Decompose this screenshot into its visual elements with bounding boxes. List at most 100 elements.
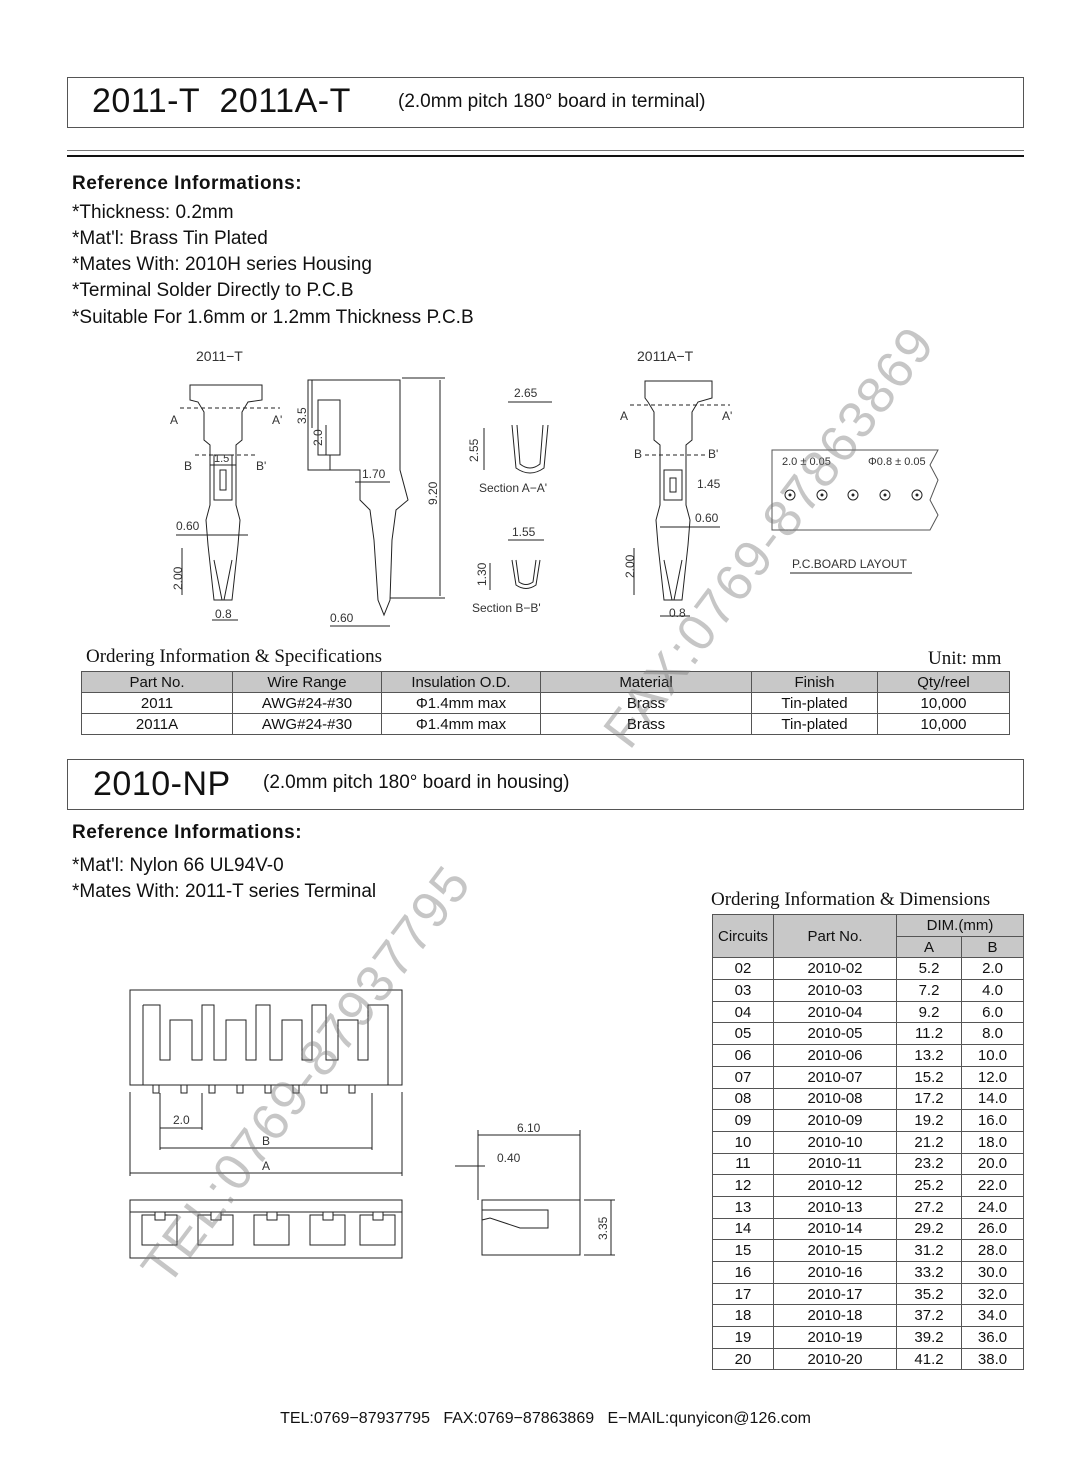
dim-0-60-a: 0.60 xyxy=(695,511,719,525)
dim-0-60-side: 0.60 xyxy=(330,611,354,625)
dim-0-40: 0.40 xyxy=(497,1151,521,1165)
cell: 18 xyxy=(712,1304,774,1328)
dim-3-5: 3.5 xyxy=(295,407,309,424)
cell: 2011A xyxy=(81,713,233,735)
cell: 19 xyxy=(712,1326,774,1349)
cell: 17.2 xyxy=(896,1087,962,1111)
dim-a: A xyxy=(262,1159,270,1173)
spec-header-row: Part No. Wire Range Insulation O.D. Mate… xyxy=(81,671,1010,693)
cell: 15.2 xyxy=(896,1065,962,1089)
cell: 2010-17 xyxy=(773,1282,897,1306)
cell: Brass xyxy=(540,692,752,714)
section1-ref-heading: Reference Informations: xyxy=(72,173,303,194)
cell: 4.0 xyxy=(961,979,1024,1002)
section1-title: 2011-T 2011A-T xyxy=(92,82,351,120)
dim-0-8: 0.8 xyxy=(215,607,232,621)
cell: 2010-09 xyxy=(773,1109,897,1132)
dim-2-00: 2.00 xyxy=(171,566,185,590)
cell: 2010-03 xyxy=(773,979,897,1002)
cell: 36.0 xyxy=(961,1326,1024,1349)
cell: 23.2 xyxy=(896,1152,962,1176)
dims-header-a: A xyxy=(896,935,962,959)
spec-header: Finish xyxy=(751,671,878,693)
cell: 2010-04 xyxy=(773,1000,897,1024)
cell: 04 xyxy=(712,1000,774,1024)
pcb-hole: Φ0.8 ± 0.05 xyxy=(868,456,926,468)
cell: 27.2 xyxy=(896,1195,962,1219)
label-b-2: B xyxy=(634,447,642,461)
terminal-2011t-side xyxy=(307,379,409,617)
cell: 2011 xyxy=(81,692,233,714)
spec-header: Material xyxy=(540,671,752,693)
cell: 20 xyxy=(712,1347,774,1371)
cell: 10,000 xyxy=(877,692,1010,714)
cell: 12 xyxy=(712,1174,774,1197)
table-row: 2011A AWG#24-#30 Φ1.4mm max Brass Tin-pl… xyxy=(81,713,1010,735)
label-a-prime: A' xyxy=(272,413,282,427)
cell: 12.0 xyxy=(961,1065,1024,1089)
spec-table: Part No. Wire Range Insulation O.D. Mate… xyxy=(81,671,1010,735)
cell: 2010-08 xyxy=(773,1087,897,1111)
double-rule xyxy=(67,150,1024,151)
cell: 17 xyxy=(712,1282,774,1306)
dim-0-60: 0.60 xyxy=(176,519,200,533)
ref-line: *Mat'l: Brass Tin Plated xyxy=(72,228,268,249)
section1-subtitle: (2.0mm pitch 180° board in terminal) xyxy=(398,91,706,112)
cell: 10,000 xyxy=(877,713,1010,735)
cell: 14.0 xyxy=(961,1087,1024,1111)
cell: Φ1.4mm max xyxy=(381,713,541,735)
spec-header: Insulation O.D. xyxy=(381,671,541,693)
cell: 06 xyxy=(712,1044,774,1067)
cell: 39.2 xyxy=(896,1326,962,1349)
cell: 38.0 xyxy=(961,1347,1024,1371)
cell: 41.2 xyxy=(896,1347,962,1371)
double-rule-thick xyxy=(67,155,1024,157)
spec-header: Part No. xyxy=(81,671,233,693)
dim-1-30: 1.30 xyxy=(475,562,489,586)
cell: 2010-12 xyxy=(773,1174,897,1197)
section2-title-box xyxy=(67,759,1024,810)
cell: Tin-plated xyxy=(751,692,878,714)
cell: 03 xyxy=(712,979,774,1002)
cell: 37.2 xyxy=(896,1304,962,1328)
label-b-prime: B' xyxy=(256,459,266,473)
pcb-layout-outline xyxy=(771,449,939,531)
cell: 7.2 xyxy=(896,979,962,1002)
cell: 20.0 xyxy=(961,1152,1024,1176)
housing-drawings: 2.0 B A 6.10 0.40 3.35 xyxy=(129,989,615,1259)
housing-front-view xyxy=(129,1199,403,1259)
pcb-pitch: 2.0 ± 0.05 xyxy=(782,456,831,468)
cell: 2010-06 xyxy=(773,1044,897,1067)
cell: 2010-11 xyxy=(773,1152,897,1176)
label-2011t: 2011−T xyxy=(196,348,243,364)
spec-header: Qty/reel xyxy=(877,671,1010,693)
dim-2-65: 2.65 xyxy=(514,386,538,400)
cell: 18.0 xyxy=(961,1130,1024,1154)
cell: AWG#24-#30 xyxy=(232,692,382,714)
cell: 26.0 xyxy=(961,1217,1024,1241)
pcb-label: P.C.BOARD LAYOUT xyxy=(792,557,908,571)
label-a-2: A xyxy=(620,409,628,423)
dim-pitch-2-0: 2.0 xyxy=(173,1113,190,1127)
dims-header-dim: DIM.(mm) xyxy=(896,914,1024,937)
label-b-prime-2: B' xyxy=(708,447,718,461)
cell: 2010-16 xyxy=(773,1261,897,1284)
cell: 8.0 xyxy=(961,1022,1024,1046)
ref-line: *Mates With: 2011-T series Terminal xyxy=(72,881,377,902)
dims-header-b: B xyxy=(961,935,1024,959)
section2-ref-heading: Reference Informations: xyxy=(72,822,303,843)
spec-unit: Unit: mm xyxy=(928,648,1002,669)
cell: 2010-05 xyxy=(773,1022,897,1046)
cell: 2010-20 xyxy=(773,1347,897,1371)
cell: AWG#24-#30 xyxy=(232,713,382,735)
dim-6-10: 6.10 xyxy=(517,1121,541,1135)
